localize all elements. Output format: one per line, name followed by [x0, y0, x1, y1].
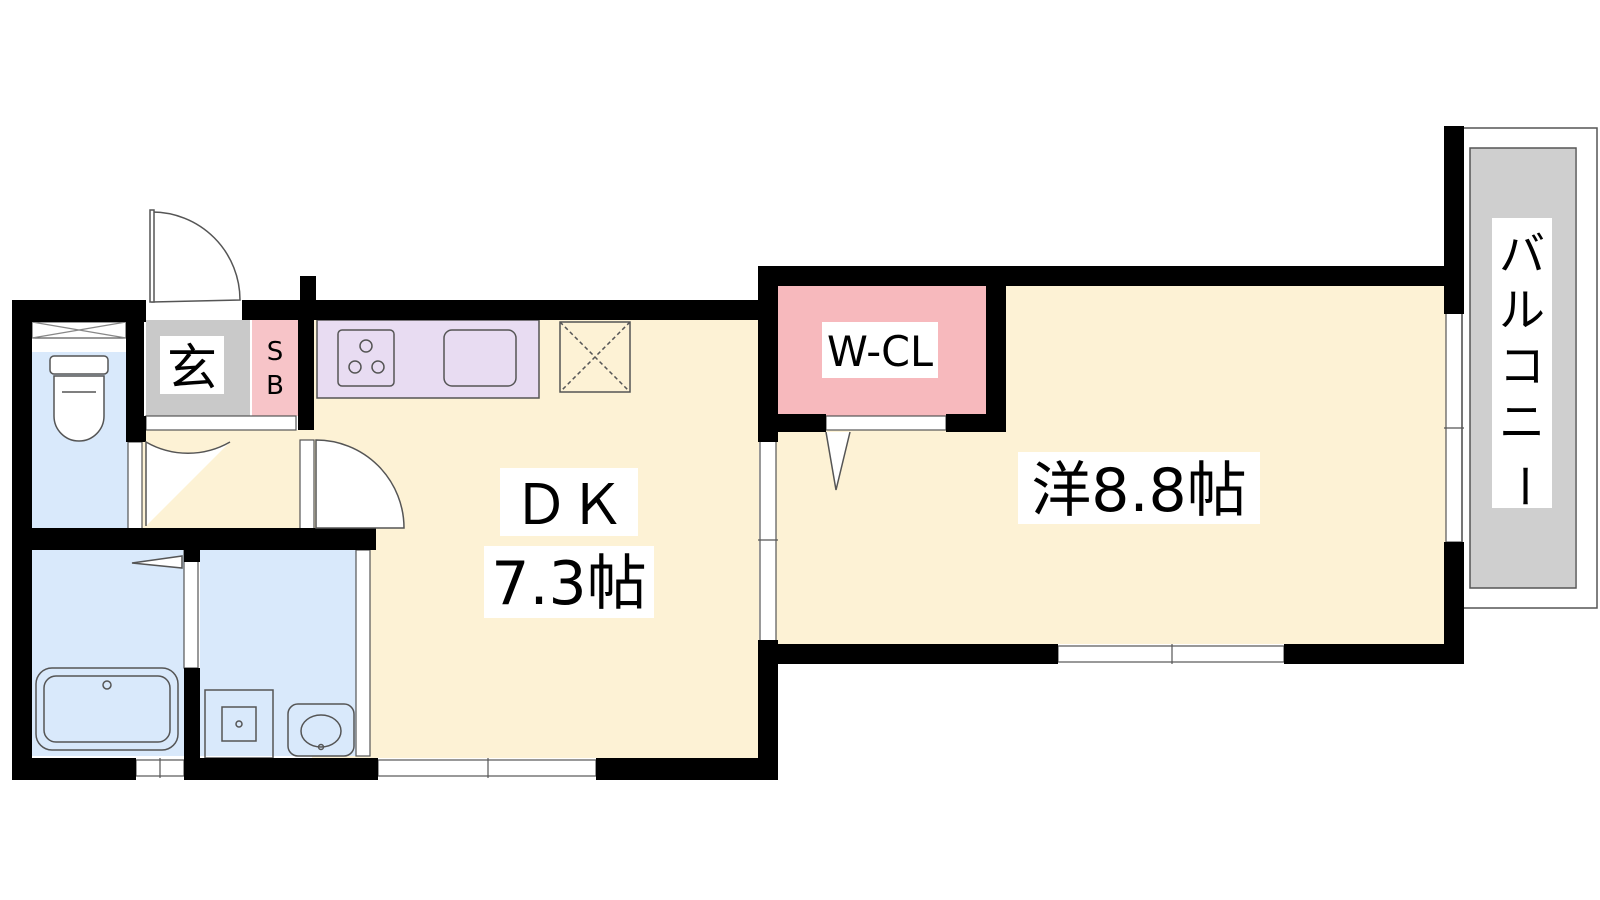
toilet-door-frame [127, 441, 143, 531]
western-room-label: 洋8.8帖 [1031, 456, 1246, 526]
sink-icon [443, 329, 517, 387]
dk-size-label: 7.3帖 [491, 549, 646, 619]
entrance-door-leaf [149, 209, 155, 303]
balcony-char: バ [1499, 227, 1545, 281]
window-dk-bottom [377, 759, 597, 777]
floor-fills [32, 148, 1575, 758]
bathtub-icon [35, 667, 179, 751]
kitchen-counter [316, 319, 540, 399]
balcony-rail [1461, 127, 1598, 609]
dk-name-label: ＤＫ [513, 473, 625, 538]
balcony-char: ー [1497, 463, 1551, 509]
wash-basin-icon [287, 703, 355, 757]
entrance-door-swing [151, 211, 241, 303]
sliding-door-dk-western [759, 435, 777, 647]
shoe-box-label-s: S [267, 337, 284, 367]
entrance-step [145, 415, 297, 431]
windows [31, 311, 1464, 778]
washroom-floor [200, 550, 363, 756]
bath-floor [32, 550, 184, 756]
walk-in-closet-label: W-CL [827, 327, 934, 376]
balcony-label: バ ル コ ニ ー [1497, 227, 1551, 509]
walls [12, 126, 1464, 780]
closet-door [825, 415, 947, 431]
shoe-box-area [252, 320, 300, 416]
balcony-char: ニ [1499, 395, 1545, 449]
balcony-char: コ [1499, 339, 1545, 393]
dk-door-swing [315, 439, 405, 529]
door-swings [145, 209, 851, 529]
window-balcony [1445, 311, 1463, 543]
toilet-door-swing [145, 440, 231, 526]
labels: 玄 S B W-CL ＤＫ 7.3帖 洋8.8帖 バ ル コ ニ ー [160, 218, 1552, 619]
closet-door-swing [825, 431, 851, 491]
balcony-inner [1469, 147, 1577, 589]
dk-door-frame [299, 439, 315, 531]
shower-mark [131, 555, 183, 569]
bath-door-frame [183, 549, 199, 669]
entrance-label: 玄 [167, 339, 217, 397]
toilet-icon [49, 355, 109, 442]
shoe-box-label-b: B [266, 371, 284, 401]
window-western-bottom [1057, 645, 1285, 663]
balcony-char: ル [1499, 283, 1545, 337]
stove-icon [337, 329, 395, 387]
sliding-door-washroom [355, 549, 371, 757]
fridge-space-icon [559, 321, 631, 393]
